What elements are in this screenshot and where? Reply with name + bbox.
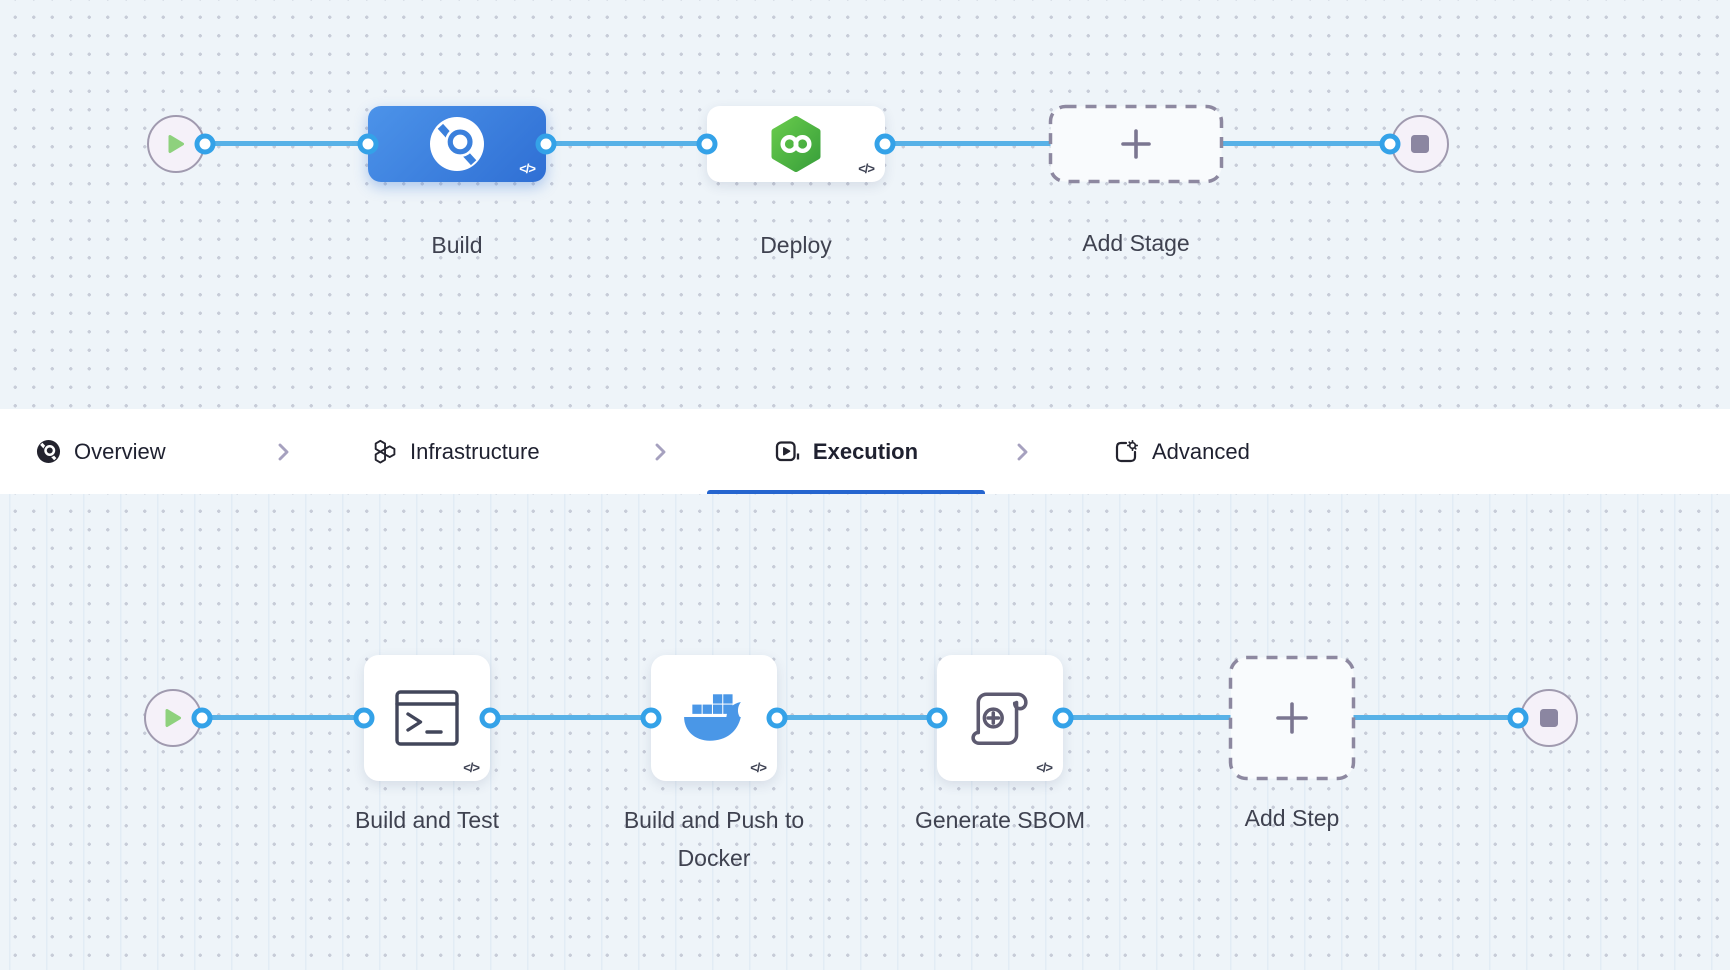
connector-port[interactable] bbox=[1379, 133, 1401, 155]
connector-port[interactable] bbox=[191, 707, 213, 729]
step-connector-line bbox=[202, 715, 1518, 720]
stop-icon bbox=[1540, 709, 1558, 727]
infrastructure-icon bbox=[371, 439, 397, 465]
connector-port[interactable] bbox=[535, 133, 557, 155]
chevron-right-icon bbox=[648, 409, 672, 494]
stage-label-deploy: Deploy bbox=[760, 232, 832, 258]
connector-port[interactable] bbox=[1052, 707, 1074, 729]
connector-port[interactable] bbox=[357, 133, 379, 155]
step-label-build-and-push: Build and Push to Docker bbox=[623, 807, 805, 871]
docker-icon bbox=[684, 694, 741, 741]
sbom-scroll-icon bbox=[971, 692, 1028, 745]
stage-node-deploy[interactable]: </> bbox=[707, 106, 885, 182]
yaml-code-toggle[interactable]: </> bbox=[1036, 760, 1053, 775]
tab-label: Overview bbox=[74, 438, 166, 464]
connector-port[interactable] bbox=[479, 707, 501, 729]
step-label-build-and-test: Build and Test bbox=[354, 807, 500, 833]
tab-execution[interactable]: Execution bbox=[707, 409, 985, 494]
yaml-code-toggle[interactable]: </> bbox=[463, 760, 480, 775]
tab-label: Execution bbox=[812, 438, 919, 464]
stage-canvas[interactable]: </> </> Build Deploy bbox=[0, 0, 1730, 409]
yaml-code-toggle[interactable]: </> bbox=[519, 161, 536, 176]
connector-port[interactable] bbox=[696, 133, 718, 155]
step-node-generate-sbom[interactable]: </> bbox=[937, 655, 1063, 781]
active-tab-underline bbox=[707, 490, 985, 494]
tab-label: Infrastructure bbox=[410, 438, 540, 464]
step-node-build-and-push-to-docker[interactable]: </> bbox=[651, 655, 777, 781]
connector-port[interactable] bbox=[766, 707, 788, 729]
step-label-generate-sbom: Generate SBOM bbox=[914, 807, 1086, 833]
step-node-build-and-test[interactable]: </> bbox=[364, 655, 490, 781]
execution-end-node[interactable] bbox=[1520, 689, 1578, 747]
stage-label-add-stage: Add Stage bbox=[1082, 230, 1190, 256]
connector-port[interactable] bbox=[926, 707, 948, 729]
stage-label-build: Build bbox=[431, 232, 483, 258]
execution-step-canvas[interactable]: </> </> </> bbox=[0, 494, 1730, 970]
pipeline-end-node[interactable] bbox=[1391, 115, 1449, 173]
advanced-icon bbox=[1113, 439, 1139, 465]
execution-icon bbox=[774, 439, 800, 465]
harness-cd-icon bbox=[771, 116, 821, 172]
stop-icon bbox=[1411, 135, 1429, 153]
connector-port[interactable] bbox=[640, 707, 662, 729]
stage-config-tabbar: Overview Infrastructure Execution bbox=[0, 409, 1730, 494]
tab-advanced[interactable]: Advanced bbox=[1113, 409, 1250, 494]
terminal-icon bbox=[395, 690, 459, 746]
yaml-code-toggle[interactable]: </> bbox=[858, 161, 875, 176]
plus-icon bbox=[1121, 129, 1151, 159]
chevron-right-icon bbox=[271, 409, 295, 494]
connector-port[interactable] bbox=[353, 707, 375, 729]
step-label-add-step: Add Step bbox=[1244, 805, 1340, 831]
stage-node-build[interactable]: </> bbox=[368, 106, 546, 182]
overview-icon bbox=[36, 439, 61, 464]
harness-ci-icon bbox=[430, 117, 484, 171]
chevron-right-icon bbox=[1010, 409, 1034, 494]
connector-port[interactable] bbox=[1507, 707, 1529, 729]
tab-overview[interactable]: Overview bbox=[36, 409, 166, 494]
play-icon bbox=[165, 709, 181, 727]
connector-port[interactable] bbox=[874, 133, 896, 155]
plus-icon bbox=[1276, 702, 1308, 734]
connector-port[interactable] bbox=[194, 133, 216, 155]
tab-infrastructure[interactable]: Infrastructure bbox=[371, 409, 540, 494]
add-stage-button[interactable] bbox=[1048, 104, 1224, 184]
pipeline-start-node[interactable] bbox=[147, 115, 205, 173]
yaml-code-toggle[interactable]: </> bbox=[750, 760, 767, 775]
tab-label: Advanced bbox=[1152, 438, 1250, 464]
play-icon bbox=[168, 135, 184, 153]
add-step-button[interactable] bbox=[1228, 655, 1356, 781]
